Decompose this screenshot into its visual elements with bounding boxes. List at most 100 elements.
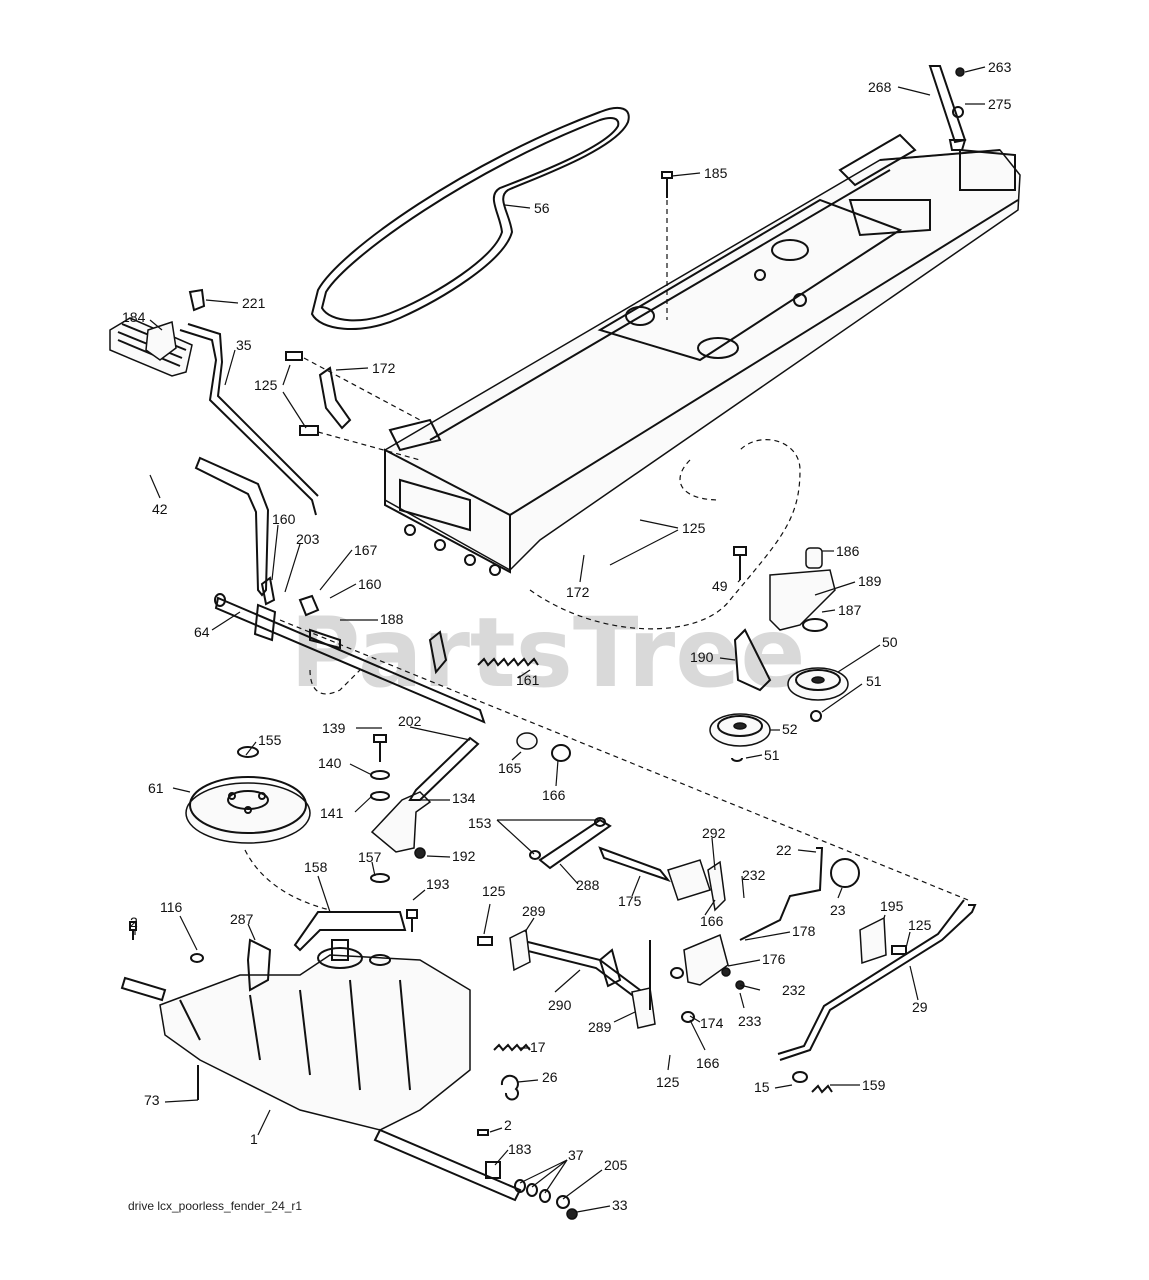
callout-159: 159	[862, 1077, 886, 1093]
pulley-52	[709, 713, 771, 762]
callout-64: 64	[194, 624, 210, 640]
callout-195: 195	[880, 898, 904, 914]
callout-2-upper: 2	[130, 914, 138, 930]
brake-pedal	[109, 317, 270, 597]
rod-22	[739, 847, 860, 941]
callout-165: 165	[498, 760, 522, 776]
callout-labels: 263 268 275 185 56 221 184 35 172 125 42…	[122, 59, 1012, 1213]
callout-172-upper: 172	[372, 360, 396, 376]
bolt-185	[661, 171, 673, 320]
callout-52: 52	[782, 721, 798, 737]
callout-176: 176	[762, 951, 786, 967]
callout-134: 134	[452, 790, 476, 806]
callout-158: 158	[304, 859, 328, 875]
callout-203: 203	[296, 531, 320, 547]
bracket-172-upper	[285, 351, 421, 461]
idler-arm-189	[733, 546, 836, 632]
callout-153: 153	[468, 815, 492, 831]
callout-125-frame: 125	[682, 520, 706, 536]
callout-166-upper: 166	[542, 787, 566, 803]
callout-193: 193	[426, 876, 450, 892]
callout-51-upper: 51	[866, 673, 882, 689]
callout-290: 290	[548, 997, 572, 1013]
diagram-file-label: drive lcx_poorless_fender_24_r1	[128, 1199, 302, 1213]
callout-116: 116	[160, 899, 183, 915]
callout-50: 50	[882, 634, 898, 650]
callout-26: 26	[542, 1069, 558, 1085]
callout-174: 174	[700, 1015, 724, 1031]
callout-287: 287	[230, 911, 254, 927]
rod-268	[928, 65, 967, 151]
callout-288: 288	[576, 877, 600, 893]
callout-289-lower: 289	[588, 1019, 612, 1035]
callout-160-lower: 160	[358, 576, 382, 592]
callout-73: 73	[144, 1092, 160, 1108]
callout-161: 161	[516, 672, 540, 688]
callout-125-right: 125	[908, 917, 932, 933]
chassis-frame	[384, 133, 1021, 576]
leader-lines	[134, 66, 986, 1213]
pulley-50	[787, 667, 849, 722]
bracket-176	[649, 933, 745, 1023]
callout-157: 157	[358, 849, 382, 865]
callout-188: 188	[380, 611, 404, 627]
bracket-158	[293, 909, 418, 952]
callout-166-mid: 166	[700, 913, 724, 929]
callout-51-lower: 51	[764, 747, 780, 763]
callout-289-upper: 289	[522, 903, 546, 919]
callout-125-upper: 125	[254, 377, 278, 393]
callout-35: 35	[236, 337, 252, 353]
callout-232-upper: 232	[742, 867, 766, 883]
callout-205: 205	[604, 1157, 628, 1173]
spring-161	[477, 657, 539, 667]
spring-17	[493, 1043, 531, 1052]
callout-184: 184	[122, 309, 146, 325]
callout-49: 49	[712, 578, 728, 594]
cross-shaft	[214, 576, 486, 724]
callout-190: 190	[690, 649, 714, 665]
callout-15: 15	[754, 1079, 770, 1095]
callout-185: 185	[704, 165, 728, 181]
callout-263: 263	[988, 59, 1012, 75]
bushing-165	[516, 732, 571, 762]
callout-183: 183	[508, 1141, 532, 1157]
callout-187: 187	[838, 602, 862, 618]
rod-29	[777, 899, 977, 1094]
callout-1: 1	[250, 1131, 258, 1147]
callout-172-lower: 172	[566, 584, 590, 600]
callout-166-lower: 166	[696, 1055, 720, 1071]
callout-125-lower: 125	[656, 1074, 680, 1090]
lever-202	[408, 736, 480, 801]
callout-221: 221	[242, 295, 266, 311]
callout-202: 202	[398, 713, 422, 729]
callout-23: 23	[830, 902, 846, 918]
bracket-287	[246, 938, 272, 992]
callout-189: 189	[858, 573, 882, 589]
callout-192: 192	[452, 848, 476, 864]
callout-61: 61	[148, 780, 164, 796]
callout-233: 233	[738, 1013, 762, 1029]
callout-275: 275	[988, 96, 1012, 112]
callout-232-lower: 232	[782, 982, 806, 998]
callout-292: 292	[702, 825, 726, 841]
callout-37: 37	[568, 1147, 584, 1163]
callout-175: 175	[618, 893, 642, 909]
watermark-text: PartsTree	[290, 597, 805, 709]
callout-29: 29	[912, 999, 928, 1015]
callout-186: 186	[836, 543, 860, 559]
bracket-195	[859, 916, 907, 965]
callout-178: 178	[792, 923, 816, 939]
callout-2-lower: 2	[504, 1117, 512, 1133]
linkage-rods	[529, 817, 726, 912]
callout-268: 268	[868, 79, 892, 95]
callout-139: 139	[322, 720, 346, 736]
callout-56: 56	[534, 200, 550, 216]
transaxle	[120, 939, 522, 1202]
callout-17: 17	[530, 1039, 546, 1055]
bracket-190	[733, 628, 772, 692]
callout-167: 167	[354, 542, 378, 558]
callout-155: 155	[258, 732, 282, 748]
callout-33: 33	[612, 1197, 628, 1213]
belt-route-dashes	[244, 439, 969, 911]
